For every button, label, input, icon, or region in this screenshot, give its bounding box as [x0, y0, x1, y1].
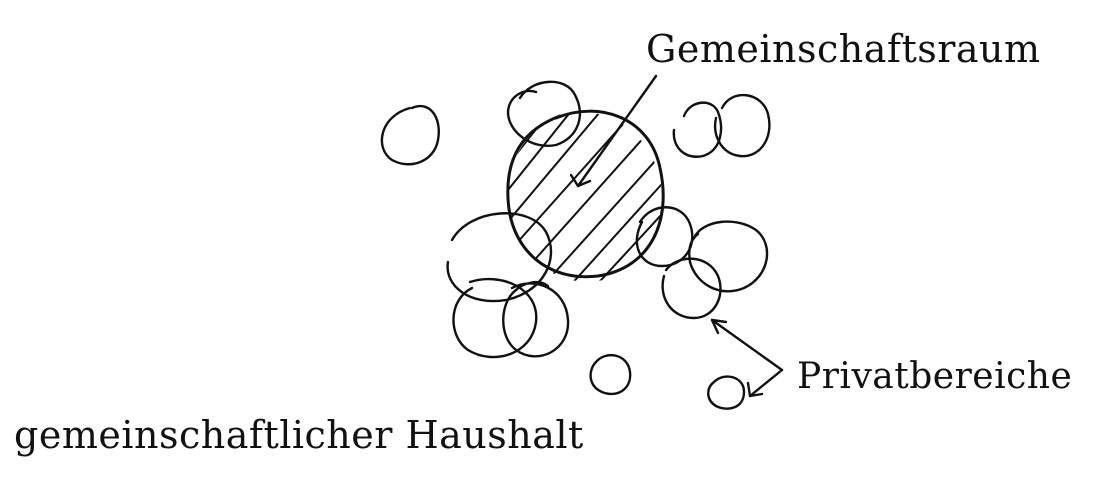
private-circle	[713, 93, 771, 158]
shared-household-label: gemeinschaftlicher Haushalt	[14, 413, 584, 457]
private-circle	[661, 257, 722, 320]
private-circle	[635, 206, 694, 268]
private-circle	[380, 104, 440, 166]
private-circle	[672, 101, 723, 158]
private-circle	[589, 353, 632, 396]
private-circle	[502, 280, 570, 358]
private-circle	[452, 277, 538, 359]
private-areas-arrows	[710, 318, 784, 398]
private-areas-label: Privatbereiche	[797, 356, 1072, 397]
common-room-label: Gemeinschaftsraum	[646, 27, 1041, 71]
private-circle	[446, 212, 553, 303]
private-circle	[688, 220, 769, 293]
private-circle	[707, 375, 746, 410]
private-area-circles	[380, 80, 771, 410]
private-circle	[506, 80, 582, 148]
common-room-leader	[569, 74, 658, 188]
